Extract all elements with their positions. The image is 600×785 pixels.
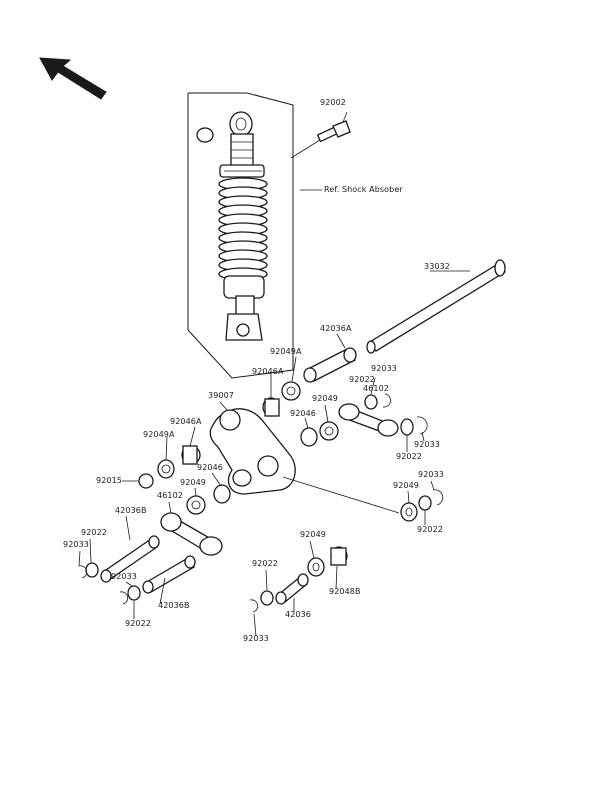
label-92049A-top: 92049A xyxy=(270,347,302,356)
label-92049-bot: 92049 xyxy=(300,530,326,539)
label-39007: 39007 xyxy=(208,391,234,400)
label-33032: 33032 xyxy=(424,262,450,271)
sleeve-42036A xyxy=(303,347,357,383)
label-92049A-left: 92049A xyxy=(143,430,175,439)
label-92022-r1: 92022 xyxy=(396,452,422,461)
label-42036: 42036 xyxy=(285,610,311,619)
label-92049-r2: 92049 xyxy=(393,481,419,490)
label-92022-top: 92022 xyxy=(349,375,375,384)
label-92048B: 92048B xyxy=(329,587,361,596)
label-92015: 92015 xyxy=(96,476,122,485)
front-direction-arrow-icon xyxy=(39,57,107,100)
label-92022-bot: 92022 xyxy=(252,559,278,568)
label-92022-left2: 92022 xyxy=(125,619,151,628)
label-92046A-left: 92046A xyxy=(170,417,202,426)
label-42036A: 42036A xyxy=(320,324,352,333)
sleeve-42036B-bottom xyxy=(142,555,196,594)
tie-rod-46102-left xyxy=(160,512,223,556)
label-92033-left2: 92033 xyxy=(111,572,137,581)
label-92033-top: 92033 xyxy=(371,364,397,373)
label-92022-left: 92022 xyxy=(81,528,107,537)
bolt-92002 xyxy=(316,120,351,143)
label-92046A-top: 92046A xyxy=(252,367,284,376)
label-92046-low: 92046 xyxy=(197,463,223,472)
label-46102-right: 46102 xyxy=(363,384,389,393)
label-92002: 92002 xyxy=(320,98,346,107)
shaft-33032 xyxy=(366,259,506,354)
sleeve-42036B-top xyxy=(100,535,160,583)
leader-lines xyxy=(78,111,470,637)
label-92033-r2: 92033 xyxy=(418,470,444,479)
label-46102-left: 46102 xyxy=(157,491,183,500)
label-92049-low: 92049 xyxy=(180,478,206,487)
shock-absorber xyxy=(196,111,268,341)
label-42036B-top: 42036B xyxy=(115,506,147,515)
label-92022-r2: 92022 xyxy=(417,525,443,534)
label-92049-mid: 92049 xyxy=(312,394,338,403)
shock-reference-frame xyxy=(187,92,294,379)
label-42036B-bot: 42036B xyxy=(158,601,190,610)
sleeve-42036 xyxy=(275,573,309,605)
label-92033-r1: 92033 xyxy=(414,440,440,449)
tie-rod-46102-right xyxy=(338,403,399,437)
label-92033-bot: 92033 xyxy=(243,634,269,643)
label-92046-mid: 92046 xyxy=(290,409,316,418)
rocker-arm-39007 xyxy=(209,408,296,495)
label-ref-shock-absorber: Ref. Shock Absober xyxy=(324,185,403,194)
label-92033-left: 92033 xyxy=(63,540,89,549)
